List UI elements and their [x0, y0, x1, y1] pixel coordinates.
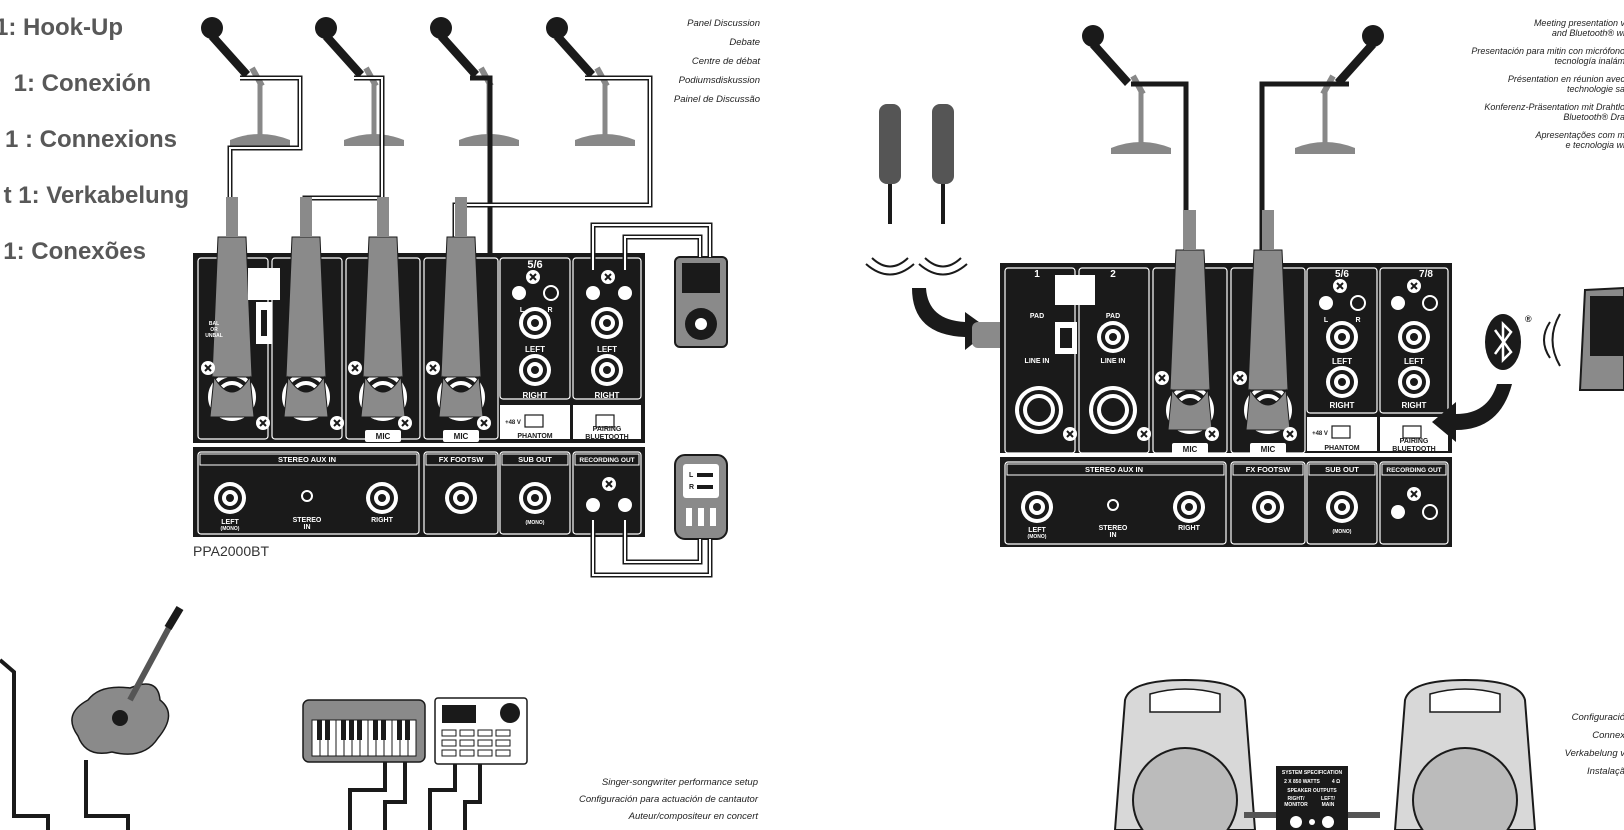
- output-monitor: MONITOR: [1284, 802, 1308, 808]
- channel-label: 1: [1034, 269, 1040, 280]
- recorder-icon: L R: [675, 455, 727, 539]
- input-label: RIGHT: [595, 391, 620, 400]
- input-label: LEFT: [1332, 357, 1352, 366]
- section-label: SUB OUT: [518, 455, 552, 464]
- pairing-bluetooth-label: BLUETOOTH: [585, 434, 628, 441]
- wireless-waves: [866, 258, 967, 275]
- section-label: STEREO AUX IN: [278, 455, 336, 464]
- pairing-label: PAIRING: [1400, 438, 1429, 445]
- input-label: RIGHT: [1330, 401, 1355, 410]
- section-label: FX FOOTSW: [1246, 465, 1292, 474]
- microphone-icon: [315, 17, 404, 146]
- aux-label: RIGHT: [371, 517, 394, 524]
- channel-label: 7/8: [1419, 269, 1433, 280]
- mic-cables-right: [1131, 84, 1349, 270]
- section-label: RECORDING OUT: [1386, 467, 1441, 474]
- microphone-icon: [1082, 25, 1171, 154]
- channel-label: 5/6: [527, 259, 542, 271]
- aux-label: (MONO): [1028, 534, 1047, 540]
- input-label: LEFT: [525, 345, 545, 354]
- pad-label: PAD: [1030, 313, 1044, 320]
- aux-label: STEREO: [293, 517, 322, 524]
- spec-ohms: 4 Ω: [1332, 779, 1340, 785]
- phantom-label: PHANTOM: [1324, 445, 1359, 452]
- section-label: STEREO AUX IN: [1085, 465, 1143, 474]
- output-main: MAIN: [1322, 802, 1335, 808]
- mic-label: MIC: [454, 432, 469, 441]
- drum-machine-icon: [435, 698, 527, 764]
- bluetooth-icon: ®: [1485, 314, 1532, 370]
- bal-label: UNBAL: [205, 333, 223, 339]
- speaker-icon: [1395, 680, 1535, 830]
- lr-label: L: [520, 307, 525, 314]
- recorder-r: R: [689, 484, 694, 491]
- aux-label: (MONO): [526, 520, 545, 526]
- aux-label: RIGHT: [1178, 525, 1201, 532]
- mic-label: MIC: [1183, 445, 1198, 454]
- lr-label: R: [547, 307, 552, 314]
- aux-label: IN: [304, 524, 311, 531]
- microphone-icon: [430, 17, 519, 146]
- mixer-panel-right: [1000, 210, 1452, 547]
- aux-label: IN: [1110, 532, 1117, 539]
- speaker-output-panel: SYSTEM SPECIFICATION 2 X 850 WATTS 4 Ω S…: [1244, 766, 1380, 830]
- aux-label: LEFT: [221, 519, 239, 526]
- input-label: RIGHT: [523, 391, 548, 400]
- spec-watts: 2 X 850 WATTS: [1284, 779, 1320, 785]
- instrument-cables: [350, 762, 480, 830]
- bluetooth-registered-mark: ®: [1525, 314, 1532, 324]
- pairing-bluetooth-label: BLUETOOTH: [1392, 446, 1435, 453]
- line-in-label: LINE IN: [1025, 358, 1050, 365]
- aux-label: STEREO: [1099, 525, 1128, 532]
- section-label: RECORDING OUT: [579, 457, 634, 464]
- channel-label: 2: [1110, 269, 1116, 280]
- spec-title: SYSTEM SPECIFICATION: [1282, 770, 1343, 776]
- phantom-voltage: +48 V: [1312, 431, 1328, 437]
- speaker-icon: [1115, 680, 1255, 830]
- wireless-mic-icon: [879, 104, 901, 224]
- microphone-icon: [1295, 25, 1384, 154]
- keyboard-icon: [303, 700, 425, 762]
- microphone-icon: [201, 17, 290, 146]
- section-label: FX FOOTSW: [439, 455, 485, 464]
- lr-label: L: [1324, 317, 1329, 324]
- laptop-icon: [1580, 288, 1624, 390]
- speaker-outputs-label: SPEAKER OUTPUTS: [1287, 788, 1337, 794]
- input-label: LEFT: [1404, 357, 1424, 366]
- wireless-mic-icon: [932, 104, 954, 224]
- aux-label: (MONO): [1333, 529, 1352, 535]
- mic-label: MIC: [1261, 445, 1276, 454]
- section-label: SUB OUT: [1325, 465, 1359, 474]
- phantom-voltage: +48 V: [505, 420, 521, 426]
- microphone-icon: [546, 17, 635, 146]
- phantom-label: PHANTOM: [517, 433, 552, 440]
- media-player-icon: [675, 257, 727, 347]
- input-label: LEFT: [597, 345, 617, 354]
- mic-label: MIC: [376, 432, 391, 441]
- pad-label: PAD: [1106, 313, 1120, 320]
- aux-label: (MONO): [221, 526, 240, 532]
- mixer-panel-left: [193, 197, 645, 537]
- lr-label: R: [1355, 317, 1360, 324]
- input-label: RIGHT: [1402, 401, 1427, 410]
- line-in-label: LINE IN: [1101, 358, 1126, 365]
- recorder-l: L: [689, 472, 694, 479]
- bluetooth-waves: [1544, 314, 1560, 366]
- guitar-icon: [72, 608, 180, 754]
- aux-label: LEFT: [1028, 527, 1046, 534]
- channel-label: 5/6: [1335, 269, 1349, 280]
